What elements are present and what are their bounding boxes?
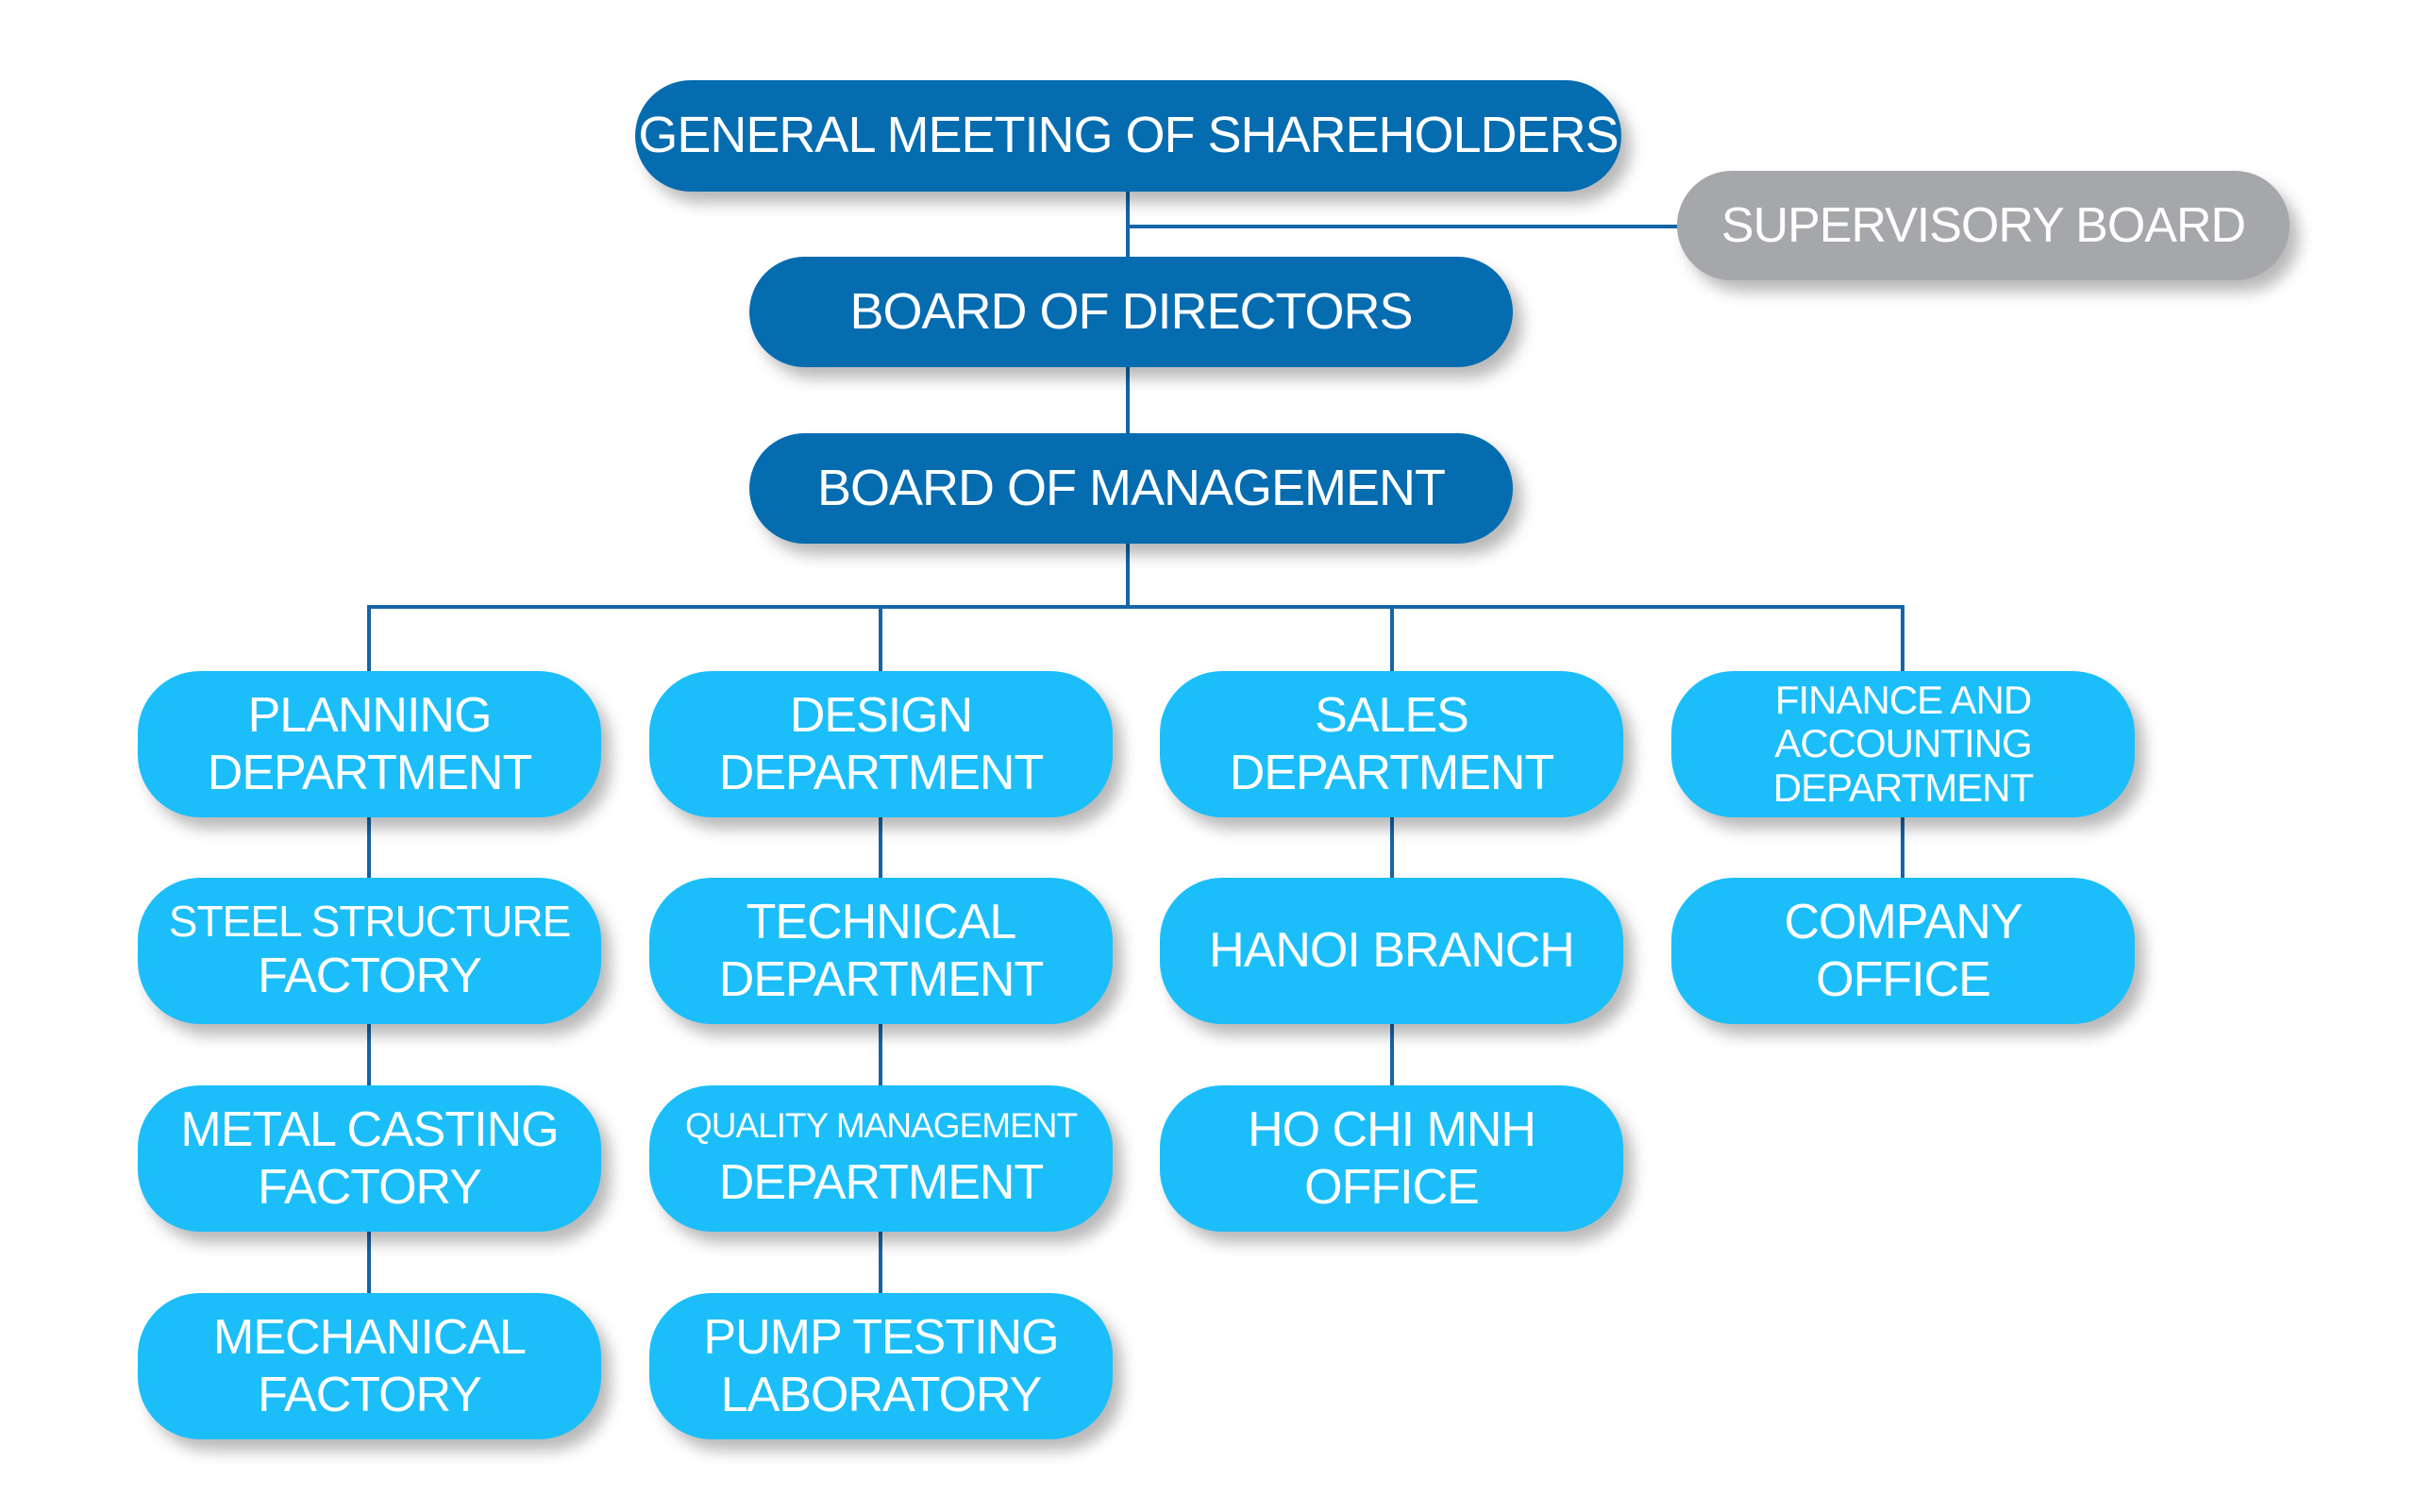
unit-label-line: METAL CASTING: [180, 1101, 559, 1157]
unit-label-line: FACTORY: [258, 1159, 482, 1215]
shareholders-box: GENERAL MEETING OF SHAREHOLDERS: [635, 80, 1621, 192]
unit-label-line: DEPARTMENT: [207, 745, 532, 800]
board-of-management-box: BOARD OF MANAGEMENT: [749, 433, 1513, 544]
unit-label-line: HO CHI MNH: [1248, 1101, 1536, 1157]
planning-department-box: PLANNING DEPARTMENT: [138, 671, 601, 817]
unit-label-line: FINANCE AND: [1774, 678, 2032, 723]
sales-department-box: SALES DEPARTMENT: [1160, 671, 1623, 817]
quality-management-department-box: QUALITY MANAGEMENT DEPARTMENT: [649, 1085, 1113, 1232]
unit-label-line: TECHNICAL: [746, 894, 1017, 949]
unit-label-line: DESIGN: [789, 687, 973, 743]
unit-label-line: DEPARTMENT: [1772, 764, 2034, 810]
unit-label-line: OFFICE: [1304, 1159, 1480, 1215]
company-office-box: COMPANY OFFICE: [1671, 878, 2135, 1024]
unit-label-line: MECHANICAL: [213, 1309, 527, 1365]
unit-label-line: DEPARTMENT: [718, 951, 1044, 1007]
design-department-box: DESIGN DEPARTMENT: [649, 671, 1113, 817]
unit-label-line: OFFICE: [1816, 951, 1991, 1007]
unit-label-line: DEPARTMENT: [718, 745, 1044, 800]
unit-label-line: ACCOUNTING: [1774, 721, 2032, 766]
connector-management-bus: [1126, 544, 1130, 608]
unit-label-line: PLANNING: [247, 687, 493, 743]
supervisory-board-box: SUPERVISORY BOARD: [1677, 171, 2290, 280]
unit-label-line: FACTORY: [258, 1367, 482, 1422]
finance-accounting-department-box: FINANCE AND ACCOUNTING DEPARTMENT: [1671, 671, 2135, 817]
unit-label-line: DEPARTMENT: [1229, 745, 1554, 800]
shareholders-label: GENERAL MEETING OF SHAREHOLDERS: [638, 107, 1619, 164]
pump-testing-laboratory-box: PUMP TESTING LABORATORY: [649, 1293, 1113, 1439]
connector-department-bus: [368, 605, 1904, 609]
unit-label-line: LABORATORY: [720, 1367, 1043, 1422]
unit-label-line: PUMP TESTING: [703, 1309, 1059, 1365]
unit-label-line: FACTORY: [258, 948, 482, 1003]
hanoi-branch-box: HANOI BRANCH: [1160, 878, 1623, 1024]
steel-structure-factory-box: STEEL STRUCTURE FACTORY: [138, 878, 601, 1024]
connector-supervisory: [1126, 225, 1683, 228]
unit-label-line: HANOI BRANCH: [1209, 923, 1575, 979]
unit-label-line: COMPANY: [1784, 894, 2022, 949]
unit-label-line: SALES: [1315, 687, 1469, 743]
mechanical-factory-box: MECHANICAL FACTORY: [138, 1293, 601, 1439]
metal-casting-factory-box: METAL CASTING FACTORY: [138, 1085, 601, 1232]
board-of-management-label: BOARD OF MANAGEMENT: [816, 459, 1446, 516]
connector-directors-management: [1126, 367, 1130, 433]
supervisory-board-label: SUPERVISORY BOARD: [1720, 197, 2246, 253]
ho-chi-minh-office-box: HO CHI MNH OFFICE: [1160, 1085, 1623, 1232]
unit-label-line: STEEL STRUCTURE: [168, 897, 571, 947]
board-of-directors-box: BOARD OF DIRECTORS: [749, 257, 1513, 367]
unit-label-line: DEPARTMENT: [718, 1154, 1044, 1210]
technical-department-box: TECHNICAL DEPARTMENT: [649, 878, 1113, 1024]
unit-label-line: QUALITY MANAGEMENT: [684, 1106, 1078, 1146]
board-of-directors-label: BOARD OF DIRECTORS: [849, 282, 1413, 340]
